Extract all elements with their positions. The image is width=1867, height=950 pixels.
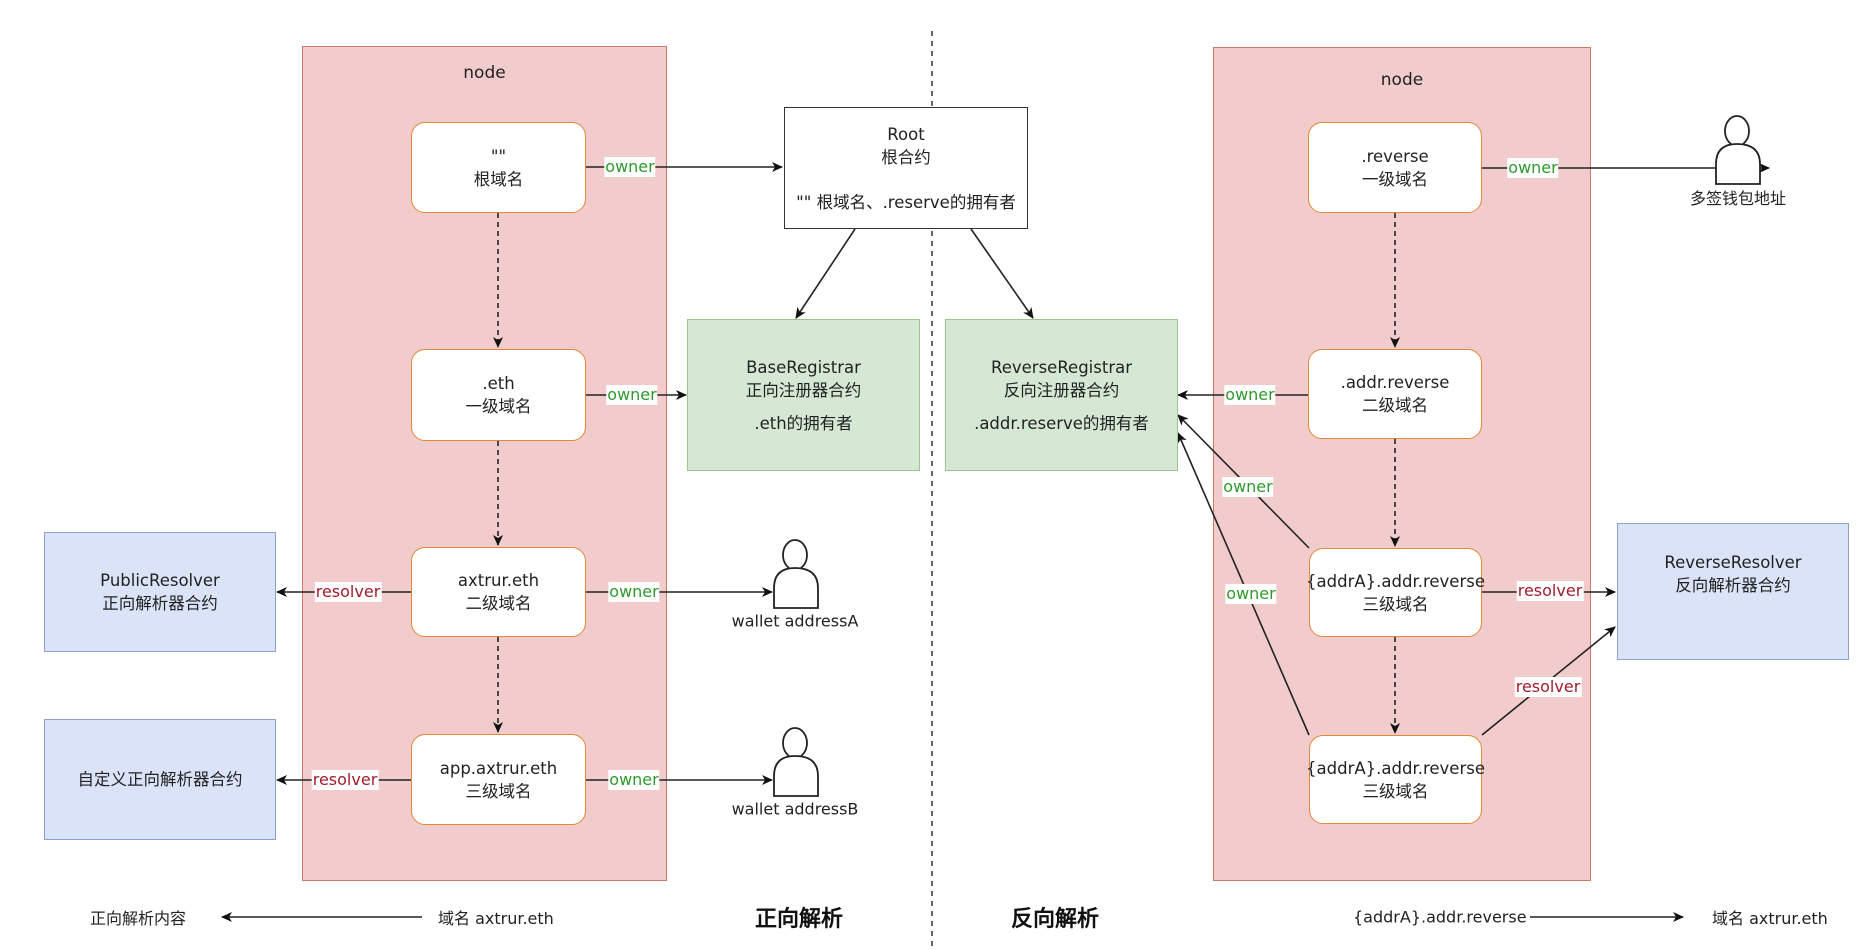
reverse-registrar-contract[interactable]: ReverseRegistrar 反向注册器合约 .addr.reserve的拥… bbox=[945, 319, 1178, 471]
domain-node-axtrur-eth[interactable]: axtrur.eth 二级域名 bbox=[411, 547, 586, 637]
resolver-edge-label: resolver bbox=[311, 770, 379, 790]
reverse-legend-source: {addrA}.addr.reverse bbox=[1353, 907, 1527, 927]
contract-desc: 反向注册器合约 bbox=[1003, 380, 1120, 400]
wallet-address-a-label: wallet addressA bbox=[731, 611, 859, 631]
contract-note: "" 根域名、.reserve的拥有者 bbox=[796, 192, 1016, 212]
contract-name: Root bbox=[887, 124, 925, 144]
contract-desc: 自定义正向解析器合约 bbox=[77, 770, 243, 789]
node-name: app.axtrur.eth bbox=[439, 758, 558, 778]
owner-edge-label: owner bbox=[1222, 477, 1274, 497]
domain-node-reverse[interactable]: .reverse 一级域名 bbox=[1308, 122, 1482, 213]
resolver-edge-label: resolver bbox=[1514, 677, 1582, 697]
person-icon bbox=[773, 539, 819, 609]
node-name: {addrA}.addr.reverse bbox=[1306, 758, 1485, 778]
node-level: 一级域名 bbox=[465, 397, 532, 416]
public-resolver-contract[interactable]: PublicResolver 正向解析器合约 bbox=[44, 532, 276, 652]
domain-node-eth[interactable]: .eth 一级域名 bbox=[411, 349, 586, 441]
domain-node-addr-reverse[interactable]: .addr.reverse 二级域名 bbox=[1308, 349, 1482, 439]
node-name: .eth bbox=[482, 374, 515, 393]
owner-edge-label: owner bbox=[604, 157, 656, 177]
resolver-edge-label: resolver bbox=[1516, 581, 1584, 601]
contract-note: .eth的拥有者 bbox=[754, 413, 853, 433]
owner-edge-label: owner bbox=[1225, 584, 1277, 604]
node-level: 一级域名 bbox=[1362, 169, 1428, 189]
owner-edge-label: owner bbox=[608, 582, 660, 602]
node-level: 三级域名 bbox=[1362, 781, 1429, 801]
forward-legend-source: 域名 axtrur.eth bbox=[438, 909, 554, 928]
reverse-section-title: 反向解析 bbox=[1010, 907, 1100, 932]
custom-resolver-contract[interactable]: 自定义正向解析器合约 bbox=[44, 719, 276, 840]
domain-node-addra-addr-reverse-2[interactable]: {addrA}.addr.reverse 三级域名 bbox=[1306, 735, 1485, 824]
node-name: axtrur.eth bbox=[457, 571, 540, 590]
reverse-resolver-contract[interactable]: ReverseResolver 反向解析器合约 bbox=[1617, 523, 1849, 660]
reverse-legend-target: 域名 axtrur.eth bbox=[1712, 909, 1828, 928]
contract-desc: 正向注册器合约 bbox=[745, 380, 862, 400]
node-name: {addrA}.addr.reverse bbox=[1306, 571, 1485, 591]
person-icon bbox=[1715, 115, 1761, 185]
node-name: .reverse bbox=[1361, 146, 1429, 166]
owner-edge-label: owner bbox=[1224, 385, 1276, 405]
contract-name: BaseRegistrar bbox=[746, 357, 861, 377]
root-to-reverse-registrar-edge bbox=[970, 228, 1034, 319]
contract-desc: 反向解析器合约 bbox=[1675, 575, 1791, 595]
contract-note: .addr.reserve的拥有者 bbox=[974, 413, 1149, 433]
owner-edge-label: owner bbox=[1507, 158, 1559, 178]
wallet-address-b-label: wallet addressB bbox=[731, 799, 859, 819]
node-name: .addr.reverse bbox=[1340, 373, 1450, 392]
person-icon bbox=[773, 727, 819, 797]
node-level: 二级域名 bbox=[465, 594, 532, 613]
node-name: "" bbox=[490, 146, 507, 166]
contract-desc: 正向解析器合约 bbox=[102, 594, 218, 613]
node-level: 根域名 bbox=[473, 169, 524, 189]
multisig-wallet-label: 多签钱包地址 bbox=[1689, 189, 1787, 208]
root-contract[interactable]: Root 根合约 "" 根域名、.reserve的拥有者 bbox=[784, 107, 1028, 229]
node-level: 三级域名 bbox=[1362, 594, 1429, 614]
forward-section-title: 正向解析 bbox=[754, 907, 844, 932]
root-to-base-registrar-edge bbox=[795, 228, 856, 319]
forward-legend-target: 正向解析内容 bbox=[90, 909, 187, 928]
domain-node-addra-addr-reverse[interactable]: {addrA}.addr.reverse 三级域名 bbox=[1306, 548, 1485, 637]
node-level: 二级域名 bbox=[1362, 396, 1428, 415]
node-level: 三级域名 bbox=[465, 781, 532, 801]
owner-edge-label: owner bbox=[608, 770, 660, 790]
contract-name: PublicResolver bbox=[100, 571, 220, 590]
base-registrar-contract[interactable]: BaseRegistrar 正向注册器合约 .eth的拥有者 bbox=[687, 319, 920, 471]
contract-name: ReverseRegistrar bbox=[991, 357, 1132, 377]
domain-node-root[interactable]: "" 根域名 bbox=[411, 122, 586, 213]
contract-name: ReverseResolver bbox=[1664, 552, 1802, 572]
owner-edge-label: owner bbox=[606, 385, 658, 405]
domain-node-app-axtrur-eth[interactable]: app.axtrur.eth 三级域名 bbox=[411, 734, 586, 825]
contract-desc: 根合约 bbox=[881, 147, 931, 167]
resolver-edge-label: resolver bbox=[314, 582, 382, 602]
forward-container-title: node bbox=[463, 63, 506, 83]
reverse-container-title: node bbox=[1380, 70, 1424, 90]
